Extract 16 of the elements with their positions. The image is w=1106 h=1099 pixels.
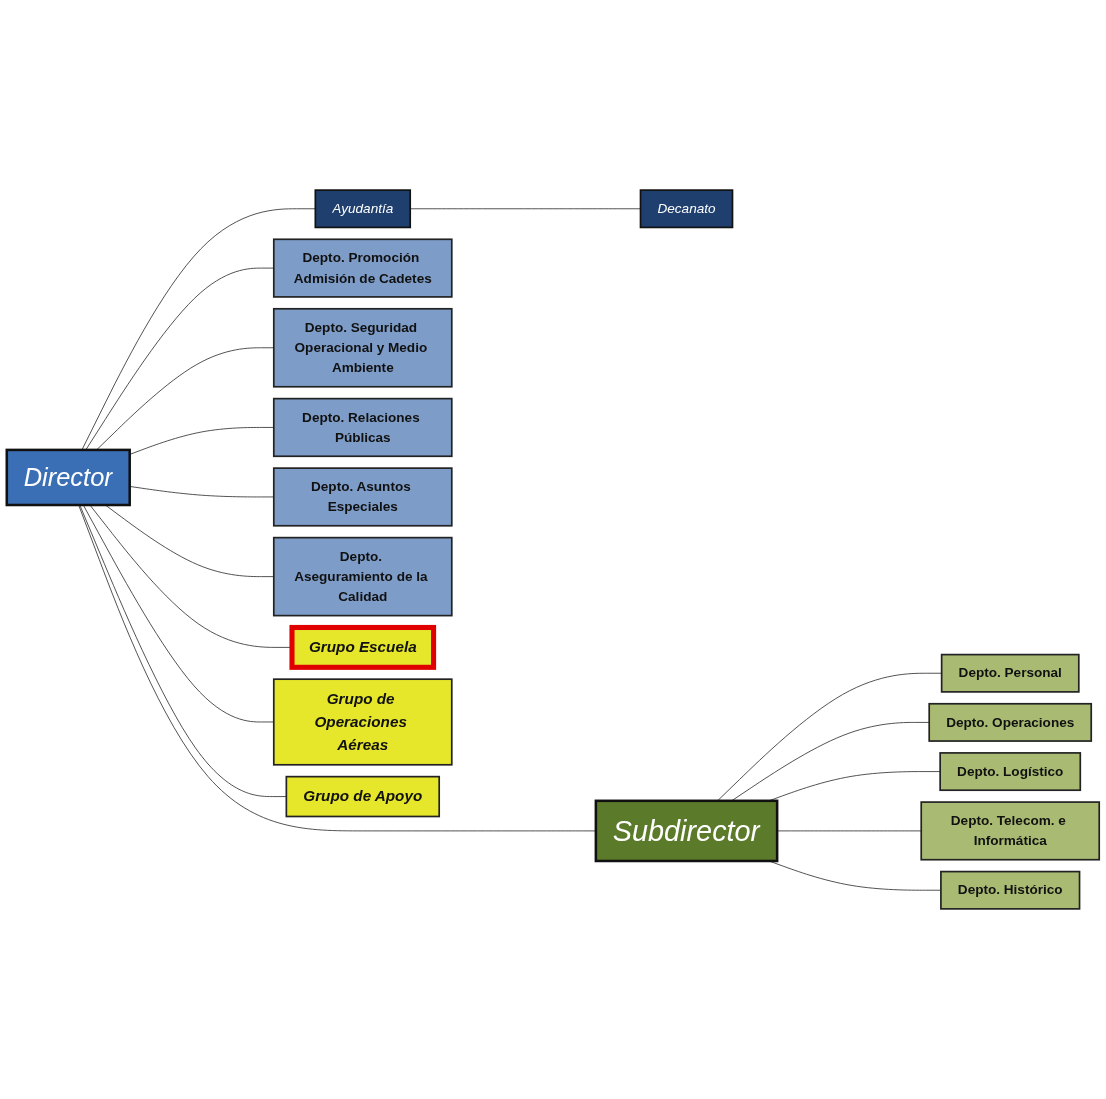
node-box: Grupo Escuela: [289, 624, 437, 670]
node-box: Director: [5, 448, 131, 507]
node-box: Depto. Relaciones Públicas: [272, 397, 453, 458]
node-box: Decanato: [639, 189, 734, 229]
node-box: Grupo de Operaciones Aéreas: [272, 678, 453, 766]
node-box: Depto. Aseguramiento de la Calidad: [272, 536, 453, 617]
node-box: Depto. Operaciones: [928, 702, 1093, 742]
node-box: Depto. Promoción Admisión de Cadetes: [272, 238, 453, 298]
node-box: Depto. Histórico: [940, 870, 1081, 910]
node-box: Ayudantía: [314, 189, 412, 229]
node-box: Depto. Seguridad Operacional y Medio Ambiente: [272, 307, 453, 388]
node-box: Depto. Personal: [940, 653, 1080, 693]
node-box: Depto. Logístico: [939, 752, 1082, 792]
node-box: Depto. Asuntos Especiales: [272, 467, 453, 527]
node-box: Depto. Telecom. e Informática: [920, 801, 1101, 861]
node-box: Grupo de Apoyo: [285, 775, 441, 818]
